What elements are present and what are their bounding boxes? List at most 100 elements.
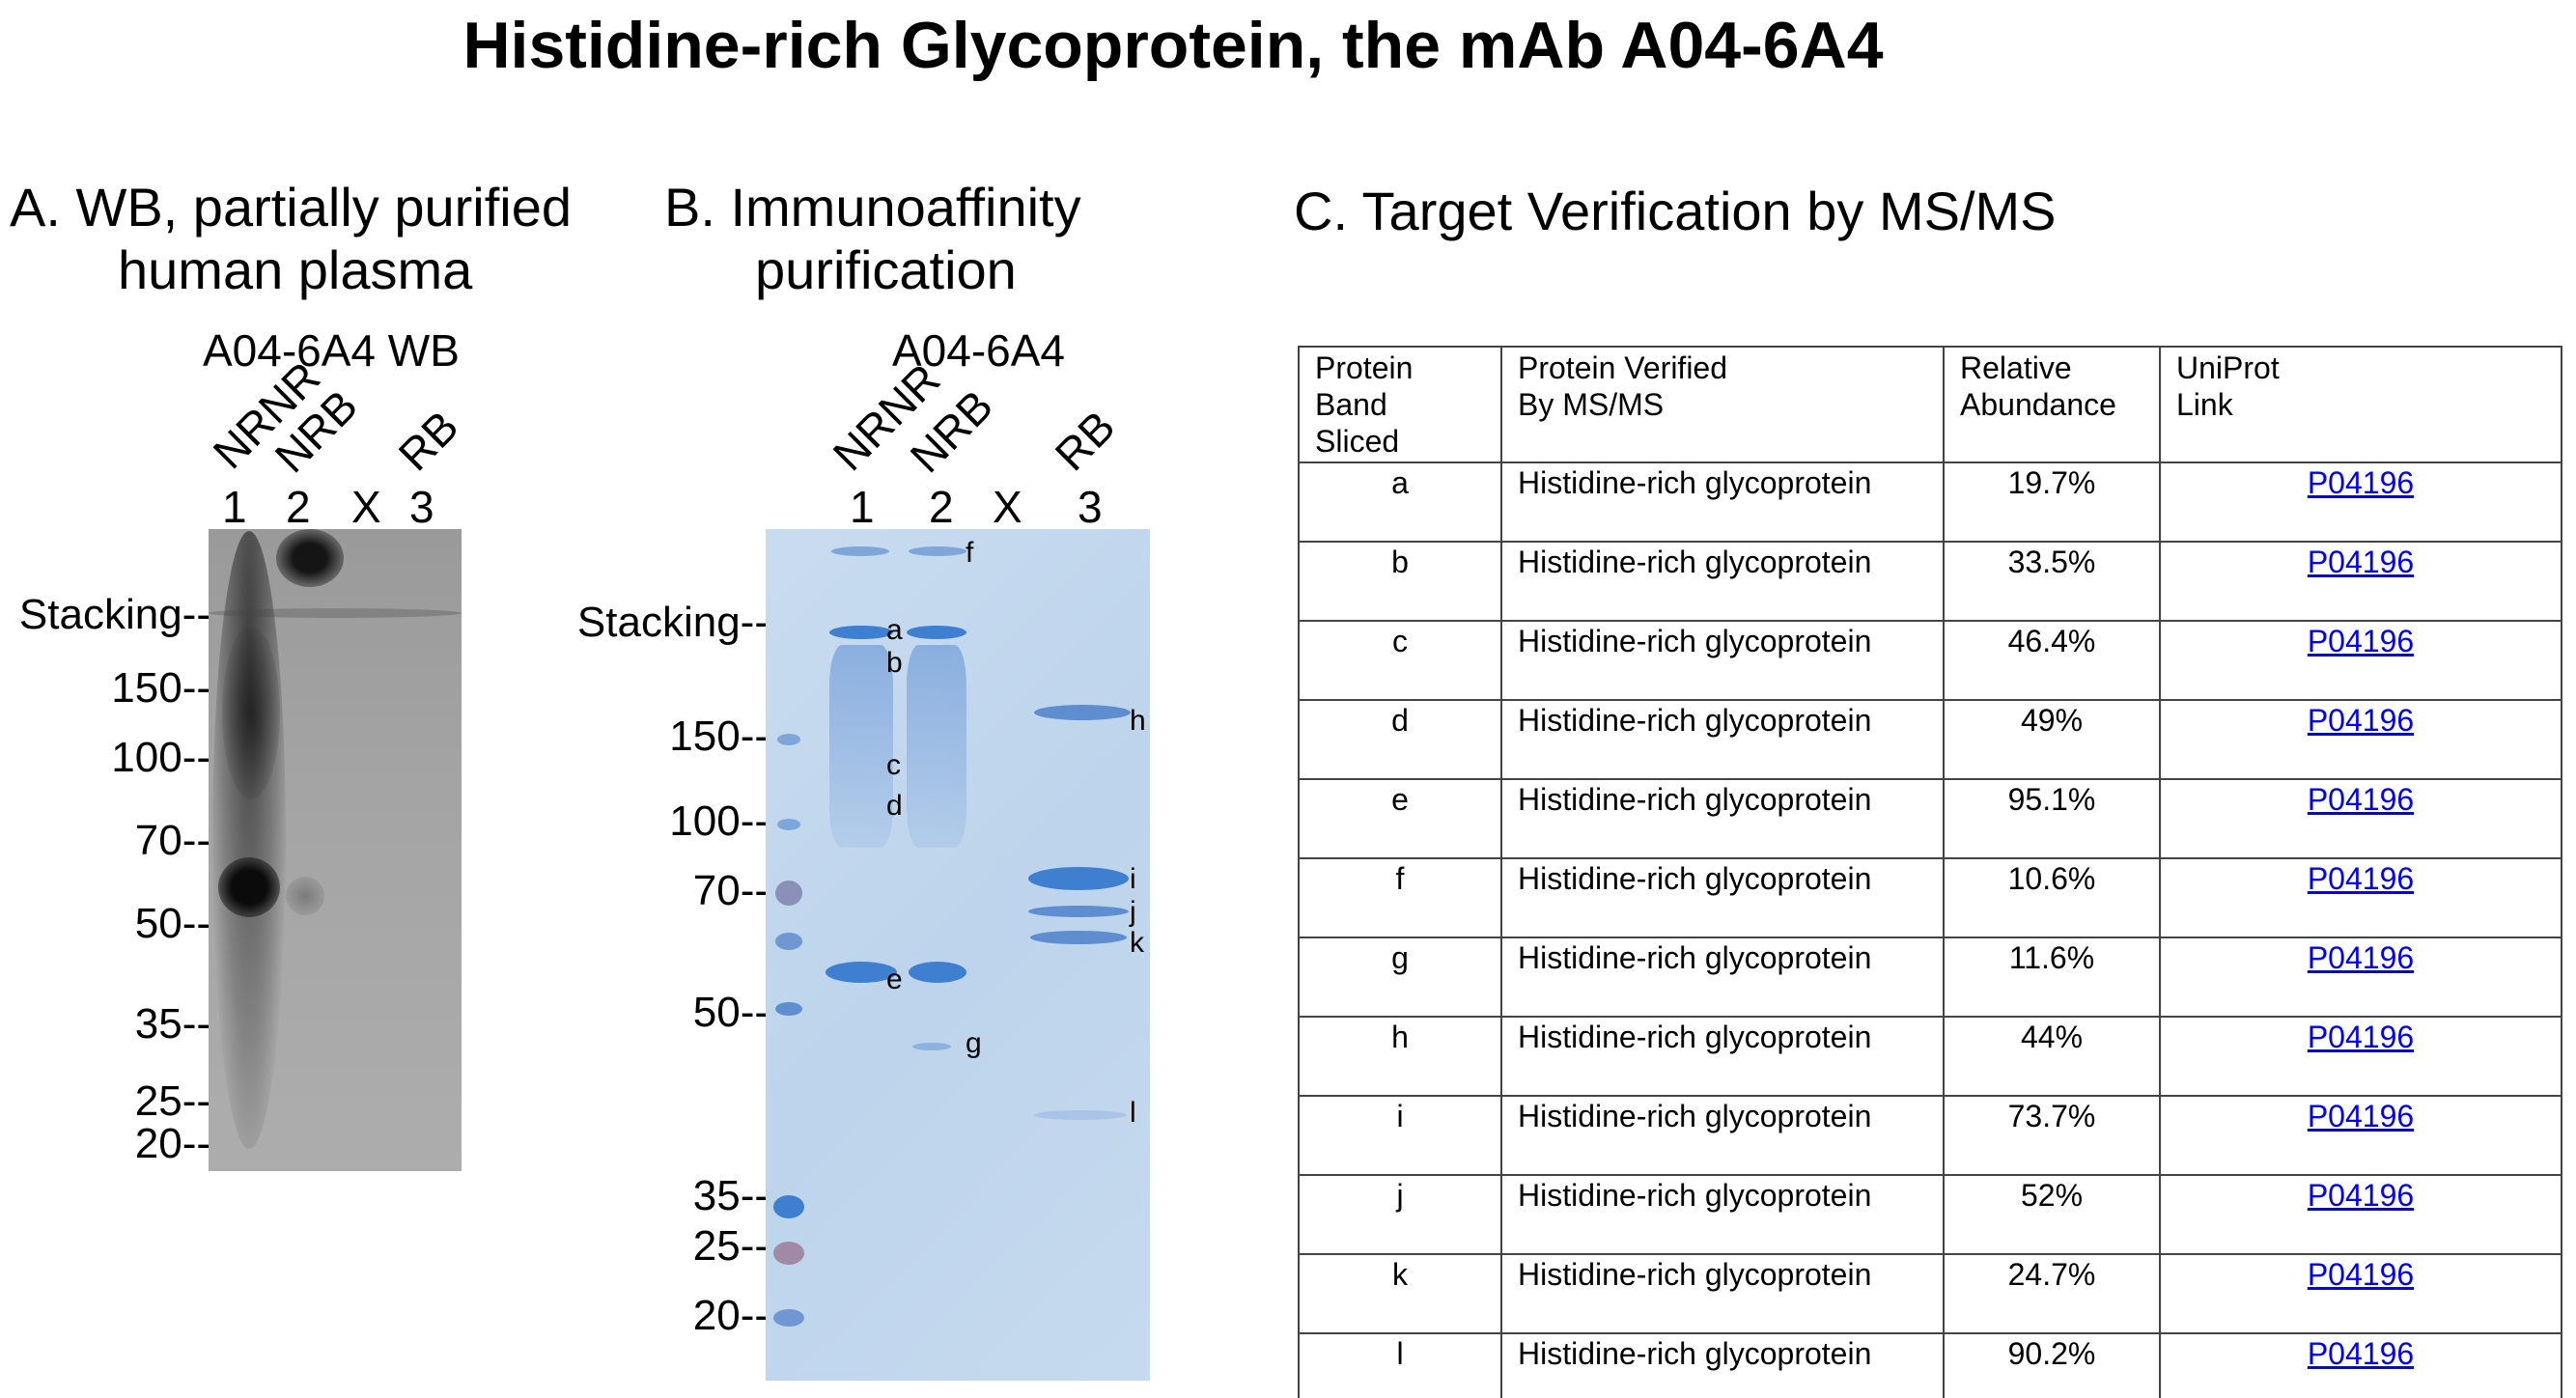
gel-band-label-e: e bbox=[886, 964, 903, 995]
uniprot-link[interactable]: P04196 bbox=[2307, 1178, 2415, 1213]
gel-band-label-f: f bbox=[966, 537, 974, 569]
ladder-band bbox=[777, 819, 800, 830]
header-band-sliced: Protein Band Sliced bbox=[1298, 346, 1502, 463]
uniprot-link[interactable]: P04196 bbox=[2307, 1020, 2415, 1054]
cell-abundance: 33.5% bbox=[1943, 541, 2161, 622]
panel-a-marker-50: 50-- bbox=[134, 900, 210, 947]
ladder-band bbox=[777, 734, 800, 745]
ladder-band bbox=[775, 881, 802, 906]
cell-link: P04196 bbox=[2159, 1253, 2562, 1334]
cell-abundance: 24.7% bbox=[1943, 1253, 2161, 1334]
cell-protein: Histidine-rich glycoprotein bbox=[1500, 461, 1945, 543]
panel-b-marker-100: 100-- bbox=[669, 797, 769, 845]
cell-abundance: 49% bbox=[1943, 699, 2161, 780]
gel-lane-3-band-k bbox=[1030, 931, 1127, 944]
panel-a-marker-70: 70-- bbox=[134, 817, 210, 864]
blot-lane-2-top-band bbox=[276, 529, 344, 587]
uniprot-link[interactable]: P04196 bbox=[2307, 703, 2415, 738]
coomassie-gel-image bbox=[766, 529, 1150, 1381]
cell-band: l bbox=[1298, 1332, 1502, 1398]
ladder-band bbox=[775, 1002, 802, 1016]
gel-lane-3-band-h bbox=[1034, 705, 1131, 720]
panel-a-heading-line2: human plasma bbox=[118, 239, 473, 300]
cell-protein: Histidine-rich glycoprotein bbox=[1500, 778, 1945, 859]
header-protein-verified: Protein Verified By MS/MS bbox=[1500, 346, 1945, 463]
uniprot-link[interactable]: P04196 bbox=[2307, 1099, 2415, 1133]
gel-lane-2-smear bbox=[907, 645, 966, 848]
table-header-row: Protein Band Sliced Protein Verified By … bbox=[1298, 346, 2562, 463]
cell-band: d bbox=[1298, 699, 1502, 780]
cell-link: P04196 bbox=[2159, 541, 2562, 622]
panel-a-marker-150: 150-- bbox=[111, 664, 210, 712]
ms-verification-table: Protein Band Sliced Protein Verified By … bbox=[1298, 346, 2562, 1398]
gel-band-label-b: b bbox=[886, 647, 903, 679]
cell-abundance: 19.7% bbox=[1943, 461, 2161, 543]
cell-protein: Histidine-rich glycoprotein bbox=[1500, 1095, 1945, 1176]
gel-lane-1-smear bbox=[829, 645, 893, 848]
uniprot-link[interactable]: P04196 bbox=[2307, 861, 2415, 896]
ladder-band bbox=[775, 933, 802, 950]
panel-a-marker-25: 25-- bbox=[134, 1077, 210, 1125]
cell-protein: Histidine-rich glycoprotein bbox=[1500, 857, 1945, 938]
uniprot-link[interactable]: P04196 bbox=[2307, 1336, 2415, 1371]
uniprot-link[interactable]: P04196 bbox=[2307, 465, 2415, 500]
cell-abundance: 95.1% bbox=[1943, 778, 2161, 859]
cell-band: a bbox=[1298, 461, 1502, 543]
panel-a-lane-1-number: 1 bbox=[222, 482, 247, 532]
cell-abundance: 44% bbox=[1943, 1016, 2161, 1097]
gel-lane-2-band-e bbox=[909, 962, 966, 983]
cell-link: P04196 bbox=[2159, 937, 2562, 1018]
gel-band-label-l: l bbox=[1130, 1097, 1136, 1129]
panel-a-marker-100: 100-- bbox=[111, 734, 210, 781]
panel-a-blot-label: A04-6A4 WB bbox=[203, 325, 460, 376]
cell-protein: Histidine-rich glycoprotein bbox=[1500, 541, 1945, 622]
blot-stacking-line bbox=[209, 608, 462, 618]
panel-b-marker-25: 25-- bbox=[692, 1222, 769, 1270]
gel-band-label-h: h bbox=[1130, 705, 1146, 737]
gel-band-label-a: a bbox=[886, 614, 903, 646]
cell-protein: Histidine-rich glycoprotein bbox=[1500, 1332, 1945, 1398]
ladder-band bbox=[773, 1309, 804, 1327]
uniprot-link[interactable]: P04196 bbox=[2307, 782, 2415, 817]
uniprot-link[interactable]: P04196 bbox=[2307, 1257, 2415, 1292]
panel-b-marker-70: 70-- bbox=[692, 867, 769, 914]
panel-b-heading-line1: B. Immunoaffinity bbox=[664, 177, 1081, 238]
cell-link: P04196 bbox=[2159, 1174, 2562, 1255]
western-blot-image bbox=[209, 529, 462, 1171]
panel-a-marker-35: 35-- bbox=[134, 1000, 210, 1048]
panel-b-lane-x-number: X bbox=[993, 482, 1022, 532]
gel-lane-2-top-band bbox=[909, 546, 966, 556]
cell-link: P04196 bbox=[2159, 857, 2562, 938]
uniprot-link[interactable]: P04196 bbox=[2307, 624, 2415, 658]
cell-abundance: 73.7% bbox=[1943, 1095, 2161, 1176]
figure-title: Histidine-rich Glycoprotein, the mAb A04… bbox=[462, 9, 1884, 82]
gel-lane-2-band-g bbox=[912, 1043, 951, 1050]
uniprot-link[interactable]: P04196 bbox=[2307, 545, 2415, 579]
cell-band: c bbox=[1298, 620, 1502, 701]
cell-abundance: 11.6% bbox=[1943, 937, 2161, 1018]
gel-band-label-j: j bbox=[1130, 896, 1136, 928]
gel-lane-1-band-a bbox=[829, 626, 893, 639]
uniprot-link[interactable]: P04196 bbox=[2307, 940, 2415, 975]
cell-link: P04196 bbox=[2159, 1332, 2562, 1398]
blot-lane-1-smear bbox=[212, 531, 286, 1149]
panel-b-lane-3-name: RB bbox=[1045, 401, 1125, 481]
gel-lane-3-band-l bbox=[1034, 1110, 1127, 1120]
cell-protein: Histidine-rich glycoprotein bbox=[1500, 1174, 1945, 1255]
panel-b-lane-2-number: 2 bbox=[929, 482, 954, 532]
panel-b-marker-150: 150-- bbox=[669, 713, 769, 760]
panel-a-lane-3-number: 3 bbox=[409, 482, 434, 532]
cell-band: f bbox=[1298, 857, 1502, 938]
panel-b-lane-1-number: 1 bbox=[850, 482, 875, 532]
cell-band: j bbox=[1298, 1174, 1502, 1255]
gel-lane-3-band-i bbox=[1028, 867, 1129, 890]
panel-b-gel-label: A04-6A4 bbox=[892, 325, 1066, 376]
